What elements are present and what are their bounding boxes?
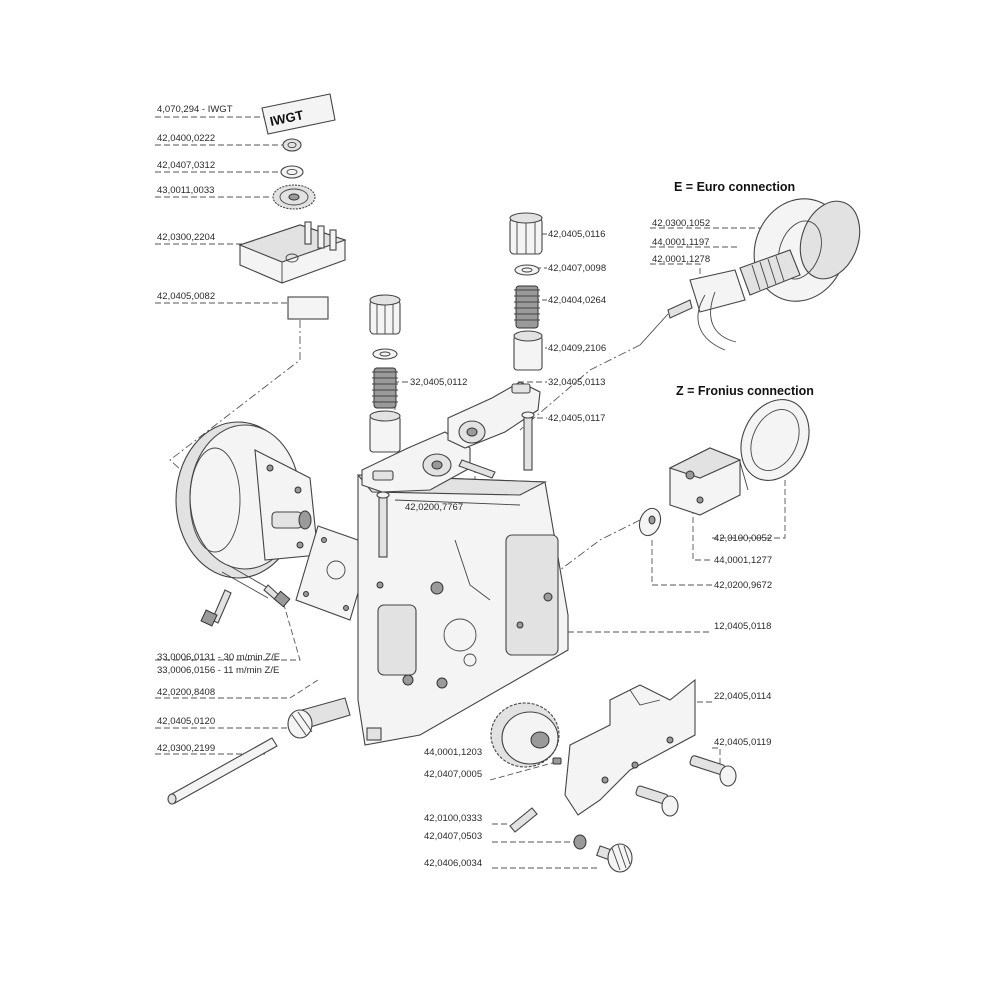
- leader-motor-axis: [169, 320, 301, 481]
- label-0033: 43,0011,0033: [157, 185, 214, 196]
- label-1052: 42,0300,1052: [652, 218, 710, 229]
- axle-left-pin: [376, 491, 390, 558]
- label-0082: 42,0405,0082: [157, 291, 215, 302]
- feed-roll-0120: [287, 697, 351, 739]
- leader-0131: [155, 597, 301, 661]
- left-spring-stack: [369, 294, 401, 453]
- pin-7767: [458, 459, 496, 479]
- label-1278: 42,0001,1278: [652, 254, 710, 265]
- leader-0005: [489, 761, 557, 781]
- key-0005: [552, 757, 562, 765]
- label-8408: 42,0200,8408: [157, 687, 215, 698]
- washer-0312: [280, 165, 304, 179]
- label-0098: 42,0407,0098: [548, 263, 606, 274]
- label-0222: 42,0400,0222: [157, 133, 215, 144]
- drive-gear-1203: [490, 702, 560, 768]
- iwgt-plate-text: IWGT: [269, 107, 305, 129]
- washer-0222: [282, 138, 302, 152]
- label-0312: 42,0407,0312: [157, 160, 215, 171]
- label-0120: 42,0405,0120: [157, 716, 215, 727]
- label-0119: 42,0405,0119: [714, 737, 771, 748]
- label-0156: 33,0006,0156 - 11 m/min Z/E: [157, 665, 279, 676]
- label-0264: 42,0404,0264: [548, 295, 606, 306]
- heading-euro-connection: E = Euro connection: [674, 180, 795, 194]
- label-0503: 42,0407,0503: [424, 831, 482, 842]
- label-0118: 12,0405,0118: [714, 621, 771, 632]
- part-labels: 4,070,294 - IWGT 42,0400,0222 42,0407,03…: [157, 104, 772, 869]
- label-0117: 42,0405,0117: [548, 413, 605, 424]
- label-plate-0082: [287, 296, 329, 320]
- label-iwgt: 4,070,294 - IWGT: [157, 104, 233, 115]
- pin-0333: [509, 807, 538, 833]
- grub-screw-0503: [573, 834, 587, 850]
- label-1197: 44,0001,1197: [652, 237, 709, 248]
- label-0034: 42,0406,0034: [424, 858, 482, 869]
- pressure-arm-0113: [447, 381, 541, 449]
- motor-cable-right: [263, 584, 291, 608]
- label-7767: 42,0200,7767: [405, 502, 463, 513]
- iwgt-plate: IWGT: [261, 93, 336, 135]
- toothed-disc-0033: [272, 184, 316, 210]
- leader-0052: [712, 480, 786, 539]
- label-0116: 42,0405,0116: [548, 229, 605, 240]
- leader-euro-axis: [519, 344, 641, 431]
- right-spring-stack: [509, 212, 543, 371]
- label-0112: 32,0405,0112: [410, 377, 467, 388]
- label-2106: 42,0409,2106: [548, 343, 606, 354]
- euro-connection-assembly: [639, 198, 861, 351]
- label-0131: 33,0006,0131 - 30 m/min Z/E: [157, 652, 280, 663]
- fronius-connection-assembly: [638, 399, 810, 537]
- axle-0117: [521, 411, 535, 471]
- label-1277: 44,0001,1277: [714, 555, 772, 566]
- pressure-arm-0112: [361, 431, 471, 493]
- knurled-screw-0034: [596, 843, 633, 873]
- stud-0119-lower: [635, 785, 679, 817]
- label-9672: 42,0200,9672: [714, 580, 772, 591]
- leader-9672: [651, 540, 712, 586]
- base-plate-0118: [356, 474, 569, 746]
- motor-cable-left: [200, 589, 232, 627]
- drive-motor: [175, 421, 319, 627]
- leader-8408: [155, 679, 319, 699]
- label-0333: 42,0100,0333: [424, 813, 482, 824]
- leader-1277: [692, 508, 712, 561]
- label-0114: 22,0405,0114: [714, 691, 771, 702]
- guide-tube-2199: [167, 737, 278, 805]
- leader-0119: [712, 747, 721, 765]
- label-2199: 42,0300,2199: [157, 743, 215, 754]
- label-1203: 44,0001,1203: [424, 747, 482, 758]
- label-0005: 42,0407,0005: [424, 769, 482, 780]
- stud-0119-upper: [689, 755, 737, 787]
- bracket-0114: [564, 678, 696, 816]
- heading-fronius-connection: Z = Fronius connection: [676, 384, 814, 398]
- leader-fronius-axis: [559, 519, 641, 571]
- label-2204: 42,0300,2204: [157, 232, 215, 243]
- label-0052: 42,0100,0052: [714, 533, 772, 544]
- label-0113: 32,0405,0113: [548, 377, 605, 388]
- housing-cover-2204: [238, 221, 347, 284]
